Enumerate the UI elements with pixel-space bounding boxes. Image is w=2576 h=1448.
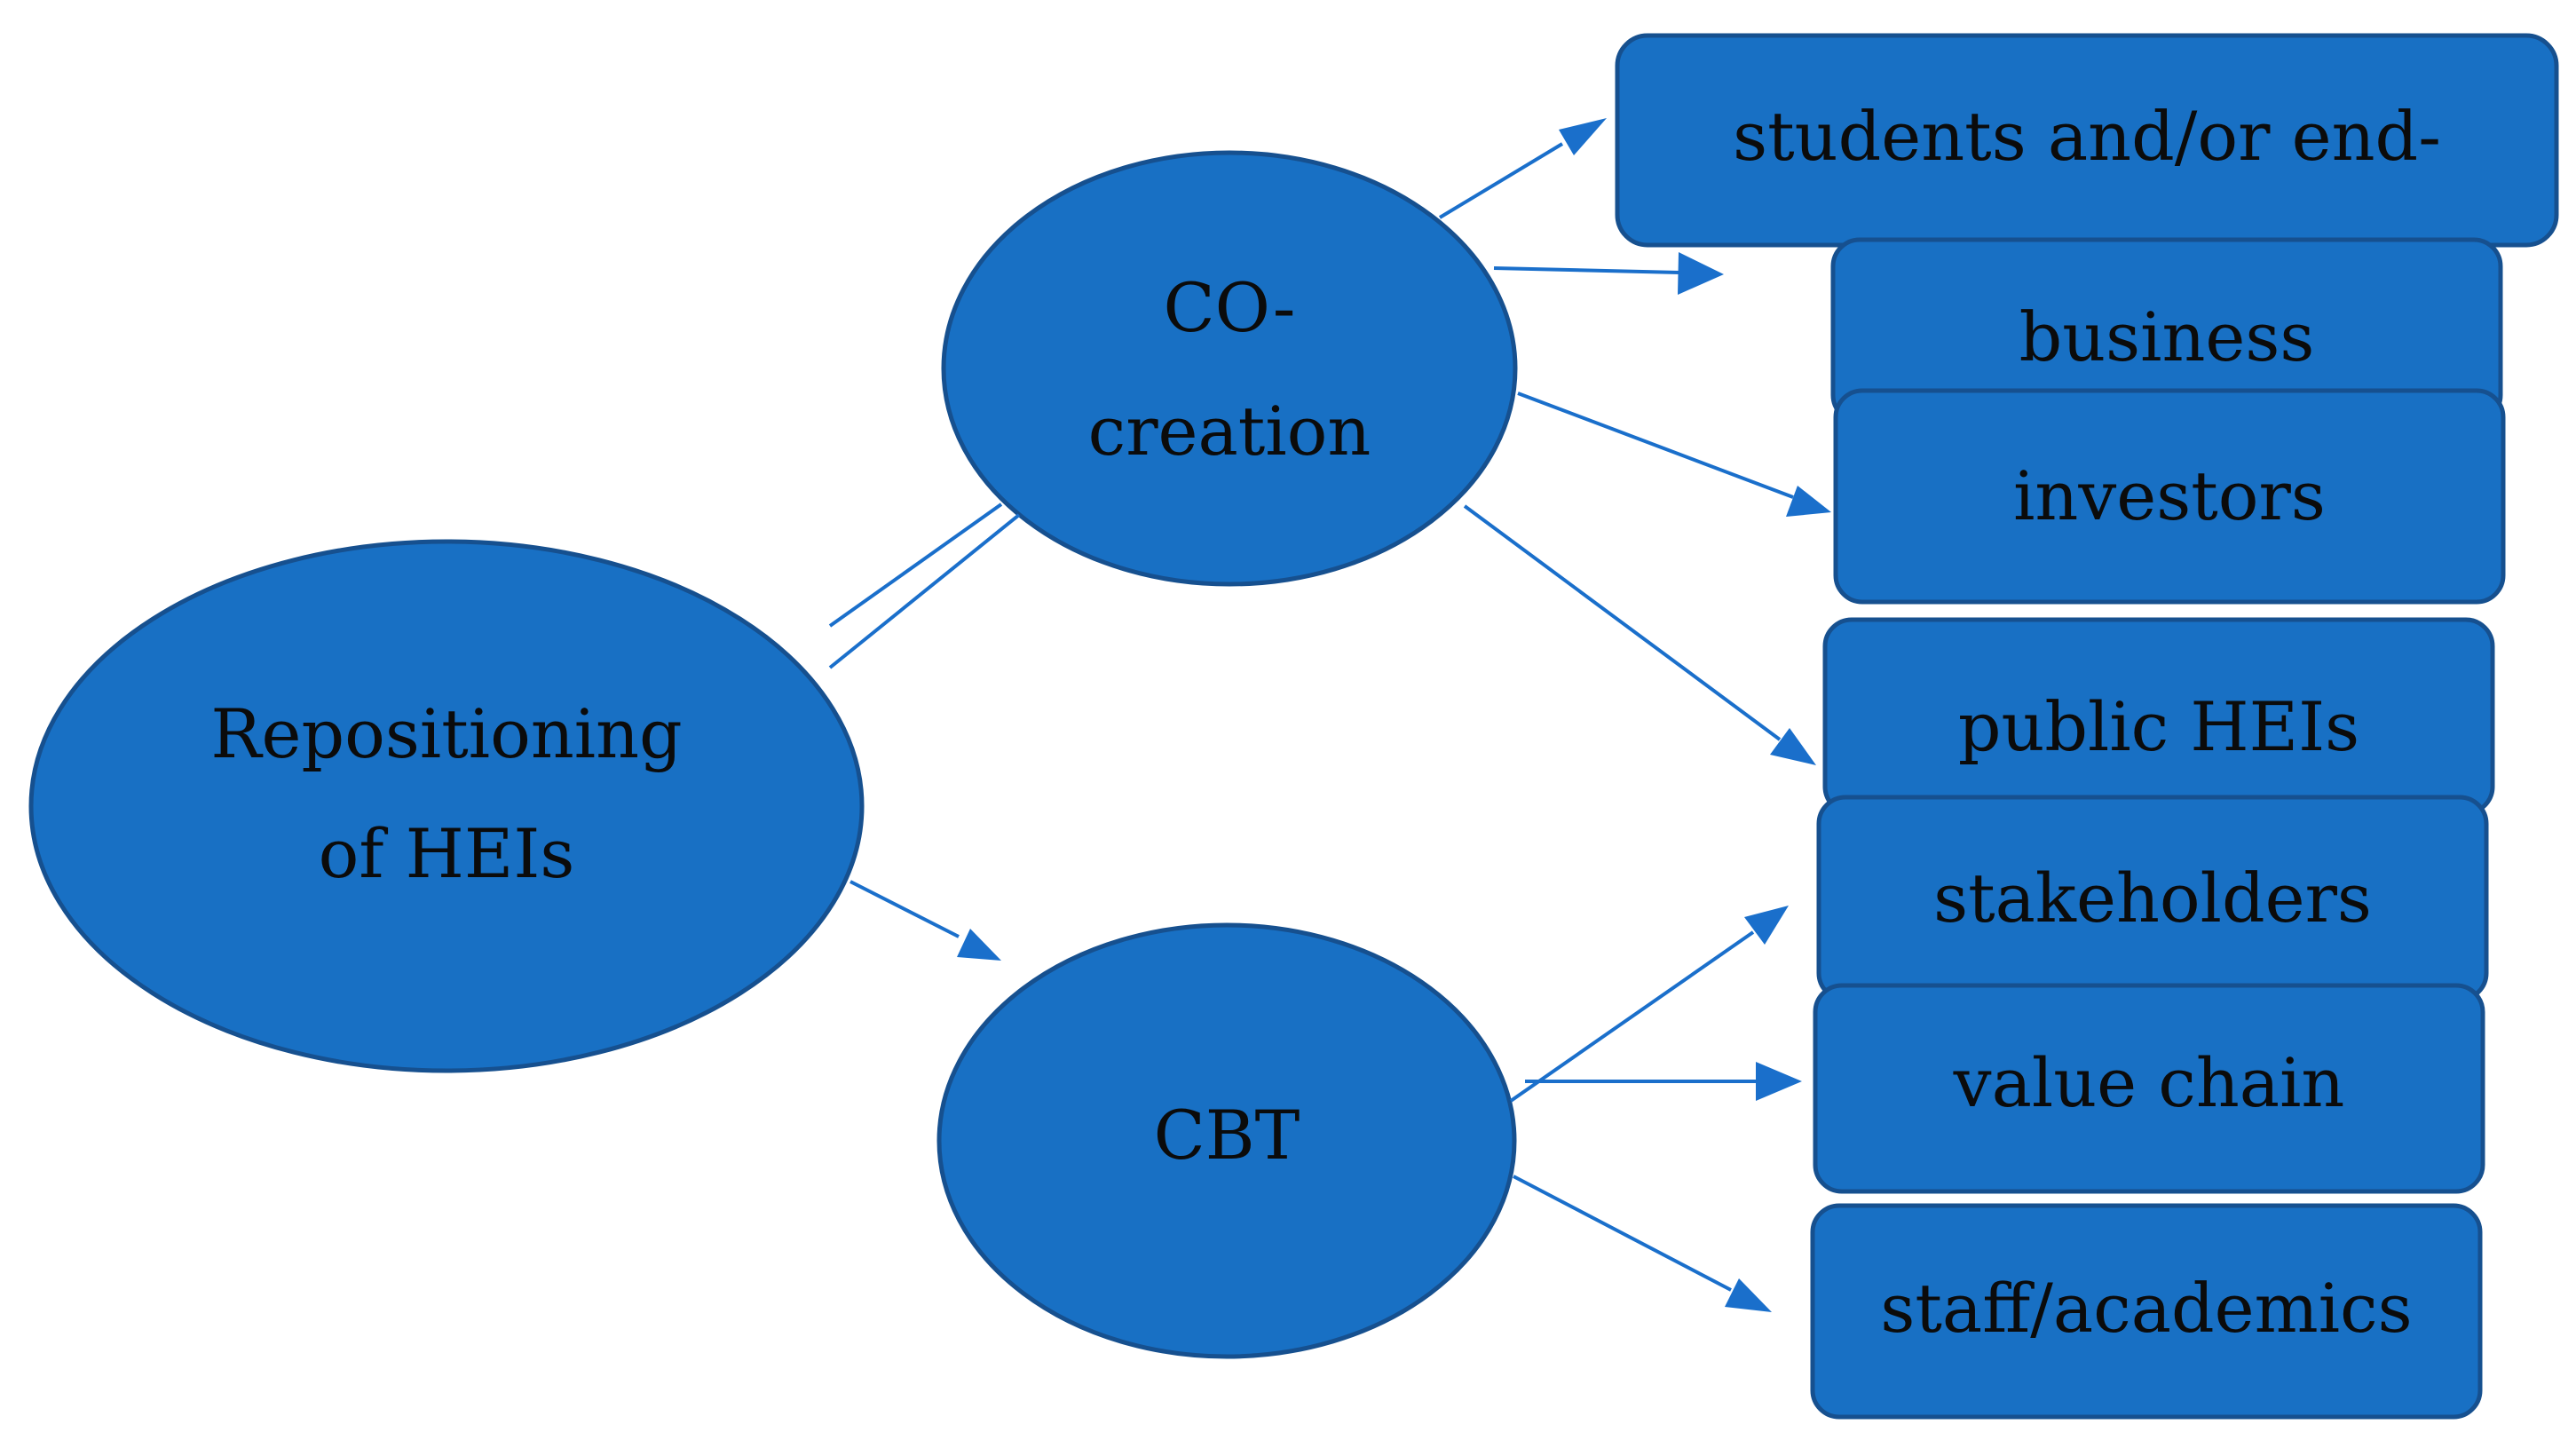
arrow-co-creation-to-public-heis — [1463, 504, 1816, 765]
node-cbt-label: CBT — [1154, 1096, 1300, 1175]
box-staff-academics-shape — [1810, 1203, 2483, 1420]
connector-root-to-co-creation — [828, 502, 1021, 669]
node-repositioning-line-1: Repositioning — [210, 694, 682, 773]
arrow-co-creation-to-business — [1493, 252, 1724, 295]
box-public-heis-label: public HEIs — [1958, 687, 2359, 766]
connector-line — [828, 502, 1003, 628]
node-cbt: CBT — [936, 922, 1517, 1359]
box-value-chain-label: value chain — [1953, 1043, 2345, 1122]
arrow-cbt-to-value-chain — [1525, 1062, 1802, 1101]
node-repositioning-line-2: of HEIs — [319, 814, 575, 893]
arrow-shaft — [849, 880, 960, 938]
connector-line — [828, 513, 1021, 669]
box-value-chain: value chain — [1813, 983, 2485, 1194]
arrow-shaft — [1509, 930, 1755, 1103]
box-investors-label: investors — [2013, 456, 2326, 535]
node-co-creation-line-2: creation — [1088, 392, 1371, 471]
arrow-cbt-to-staff-academics — [1513, 1175, 1772, 1312]
box-stakeholders-label: stakeholders — [1933, 859, 2372, 938]
arrow-co-creation-to-students — [1438, 118, 1607, 219]
arrow-shaft — [1438, 142, 1564, 219]
arrow-head — [1756, 1062, 1802, 1101]
arrow-head — [1770, 728, 1816, 765]
arrow-shaft — [1463, 504, 1782, 741]
arrow-shaft — [1513, 1175, 1732, 1292]
node-co-creation-line-1: CO- — [1164, 268, 1296, 347]
arrow-cbt-to-stakeholders — [1509, 906, 1789, 1103]
box-business: business — [1830, 237, 2503, 424]
node-repositioning-shape — [28, 539, 865, 1073]
box-business-label: business — [2019, 297, 2315, 376]
arrow-head — [1744, 906, 1789, 945]
node-co-creation: CO- creation — [941, 150, 1518, 587]
box-investors-shape — [1833, 388, 2506, 605]
arrow-shaft — [1517, 392, 1794, 499]
box-students-label: students and/or end- — [1733, 97, 2441, 176]
arrow-co-creation-to-investors — [1517, 392, 1831, 517]
arrow-root-to-cbt — [849, 880, 1001, 961]
node-co-creation-shape — [941, 150, 1518, 587]
arrow-shaft — [1493, 266, 1680, 274]
arrow-head — [957, 929, 1001, 961]
arrow-head — [1678, 252, 1724, 295]
box-public-heis: public HEIs — [1822, 617, 2495, 816]
arrow-head — [1725, 1278, 1772, 1312]
node-cbt-shape — [936, 922, 1517, 1359]
arrow-head — [1559, 118, 1607, 155]
box-stakeholders: stakeholders — [1816, 795, 2489, 1002]
box-staff-academics: staff/academics — [1810, 1203, 2483, 1420]
box-staff-academics-label: staff/academics — [1880, 1269, 2412, 1348]
box-value-chain-shape — [1813, 983, 2485, 1194]
box-students: students and/or end- — [1615, 33, 2559, 248]
node-repositioning-of-heis: Repositioning of HEIs — [28, 539, 865, 1073]
box-investors: investors — [1833, 388, 2506, 605]
arrow-head — [1786, 486, 1831, 517]
